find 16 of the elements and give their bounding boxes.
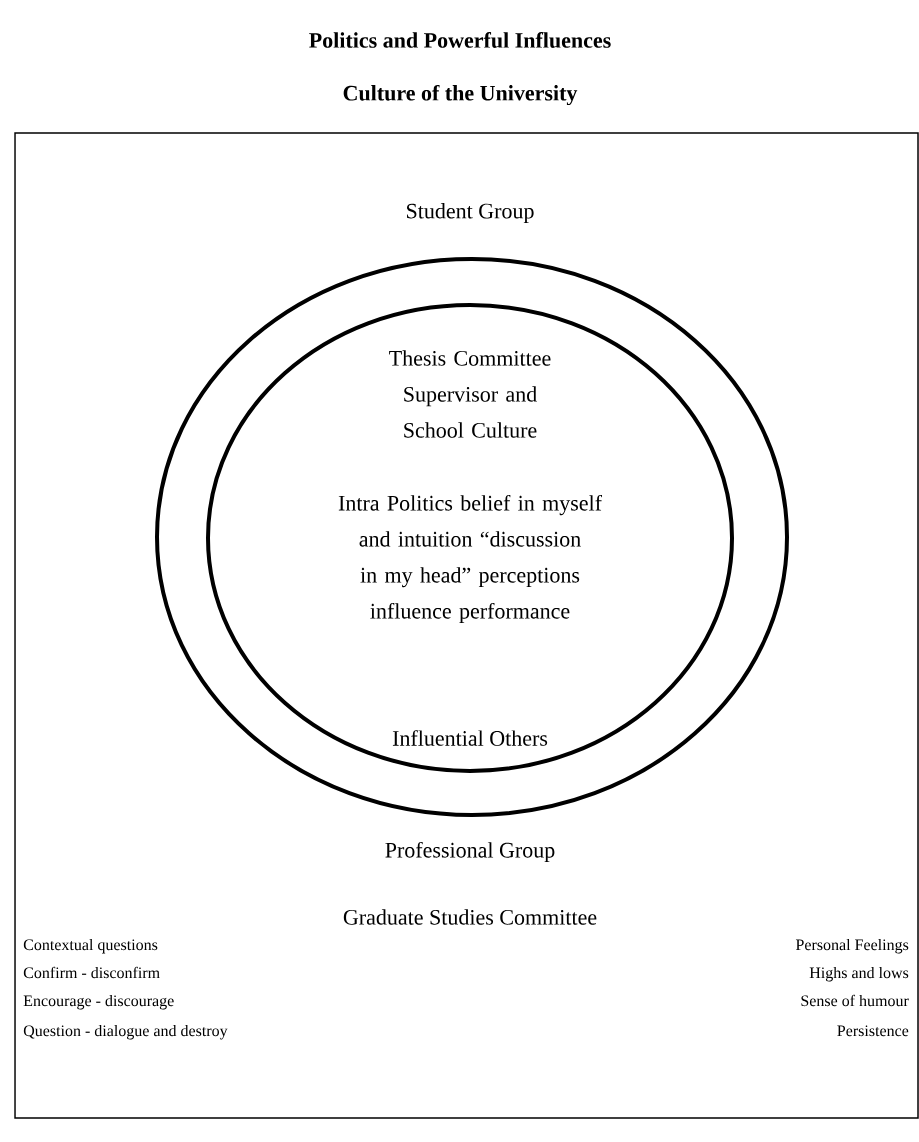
node-label: Thesis Committee Supervisor and School Culture bbox=[389, 350, 551, 438]
node-label: Graduate Studies Committee bbox=[343, 909, 597, 925]
node-label: Student Group bbox=[407, 203, 534, 223]
node-label: Intra Politics belief in myself and intuition “discussion in my head” perceptions influence performance bbox=[338, 494, 602, 624]
node-label: Professional Group bbox=[385, 841, 555, 863]
node-label: Sense of humour bbox=[801, 994, 909, 1007]
node-label: Influential Others bbox=[392, 730, 548, 746]
title: Politics and Powerful Influences bbox=[309, 32, 611, 48]
node-label: Encourage - discourage bbox=[23, 994, 174, 1010]
node-label: Question - dialogue and destroy bbox=[23, 1024, 228, 1040]
node-label: Highs and lows bbox=[809, 966, 909, 982]
node-label: Contextual questions bbox=[23, 938, 158, 954]
node-label: Persistence bbox=[837, 1025, 909, 1037]
heading: Culture of the University bbox=[343, 84, 578, 106]
node-label: Confirm - disconfirm bbox=[23, 966, 160, 979]
node-label: Personal Feelings bbox=[795, 938, 909, 954]
